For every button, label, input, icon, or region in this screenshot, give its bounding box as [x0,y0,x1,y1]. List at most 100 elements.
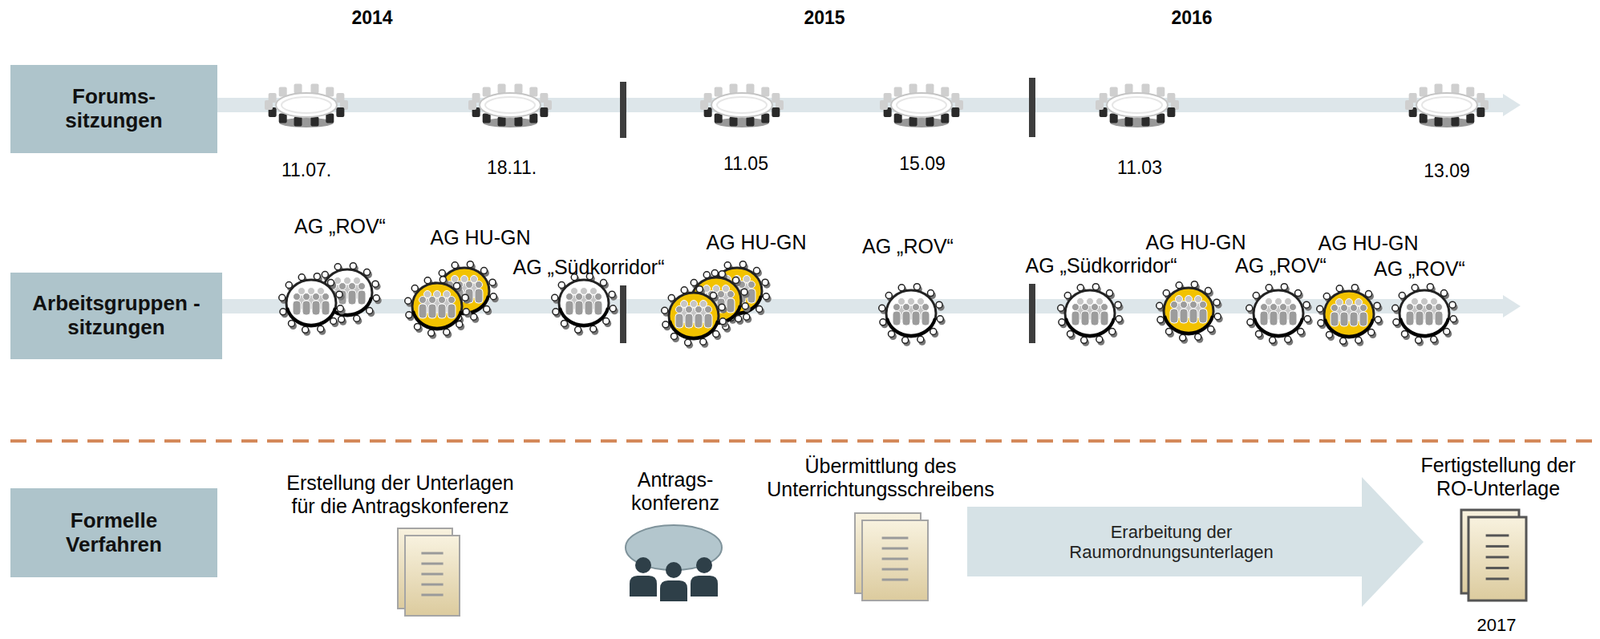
page-front [405,535,460,616]
working-group-icon [279,273,346,337]
chair [302,326,309,333]
person-body [1198,308,1208,324]
chair [1214,313,1221,320]
table-shadow [894,117,949,128]
person-body [311,300,320,316]
chair [539,93,548,103]
page-line [421,573,443,576]
year-label: 2016 [1170,7,1212,29]
person-head [293,293,301,301]
person-head [1416,303,1424,312]
page-line [421,594,443,597]
person-body [437,303,446,319]
chair [930,328,937,336]
working-group-icon [1392,283,1459,347]
table-top [891,93,952,118]
table-shadow [1419,117,1475,128]
chair [321,271,329,278]
person-head [717,291,726,299]
chair [1162,289,1170,296]
arrow-text: Erarbeitung der Raumordnungsunterlagen [1055,522,1289,564]
chair [925,116,934,126]
person-head [322,293,330,301]
year-label: 2017 [1477,615,1517,636]
page-line [882,568,909,572]
person-body [357,290,366,305]
group-label: AG HU-GN [430,226,531,250]
person-head [429,296,437,304]
person-head [339,283,347,291]
person-body [1090,311,1099,326]
chair [1368,329,1375,337]
chair [279,294,286,301]
round-table-icon [1095,84,1179,128]
person-head [1350,304,1358,312]
page-line [1486,577,1510,580]
person-body [1330,311,1339,327]
chair [438,269,446,276]
chair [951,107,960,118]
page-front [862,520,928,601]
chair [898,284,905,292]
chair [338,315,345,323]
chair [334,263,341,271]
group-circle-shade [1065,318,1114,337]
chair [1317,320,1325,327]
chair [711,269,718,276]
working-group-icon [1156,281,1224,345]
person-body [584,300,593,316]
table-shadow [714,117,770,128]
group-label: AG „ROV“ [862,234,954,259]
chair [1064,291,1071,299]
chair [1466,87,1475,98]
step-label: Übermittlung des Unterrichtungsschreiben… [760,454,1001,502]
chair [729,84,738,94]
chair [279,87,288,98]
table-top [711,93,773,118]
chair [285,281,292,288]
group-circle [286,279,337,327]
row-label-text: Formelle Verfahren [45,509,183,558]
chair [1092,283,1099,291]
meeting-icon [625,525,722,602]
chair [294,116,303,126]
person-body [726,298,735,313]
chair [940,113,949,123]
group-circle [1065,290,1115,337]
person-body [594,300,603,316]
year-divider [1028,283,1036,344]
chair [461,294,469,301]
chair [1351,284,1358,292]
table-rim [716,97,767,114]
chair [411,284,418,292]
person-head [1170,301,1179,309]
chair [1392,304,1399,312]
chair [756,306,763,313]
chair [745,84,754,94]
chair [428,329,435,337]
person-body [1340,311,1349,327]
chair [743,313,750,320]
chair [1109,87,1118,98]
chair [1213,299,1220,306]
chair [1099,93,1108,103]
chair [1450,116,1459,126]
document-icon [397,528,460,616]
chair [704,93,713,103]
page-line [882,547,909,551]
chair [771,107,780,118]
person-body [575,300,584,316]
group-circle [1399,290,1450,337]
person-head [922,303,930,312]
chair [1194,333,1202,341]
person-body [1279,311,1288,326]
chair [1141,84,1150,94]
working-group-icon [1057,283,1125,347]
chair [529,113,538,123]
chair [718,271,726,278]
step-label: Erstellung der Unterlagen für die Antrag… [279,471,521,519]
group-circle-shade [1164,315,1213,334]
chair [1304,315,1311,323]
chair [1156,113,1165,123]
person-body [1405,311,1414,326]
